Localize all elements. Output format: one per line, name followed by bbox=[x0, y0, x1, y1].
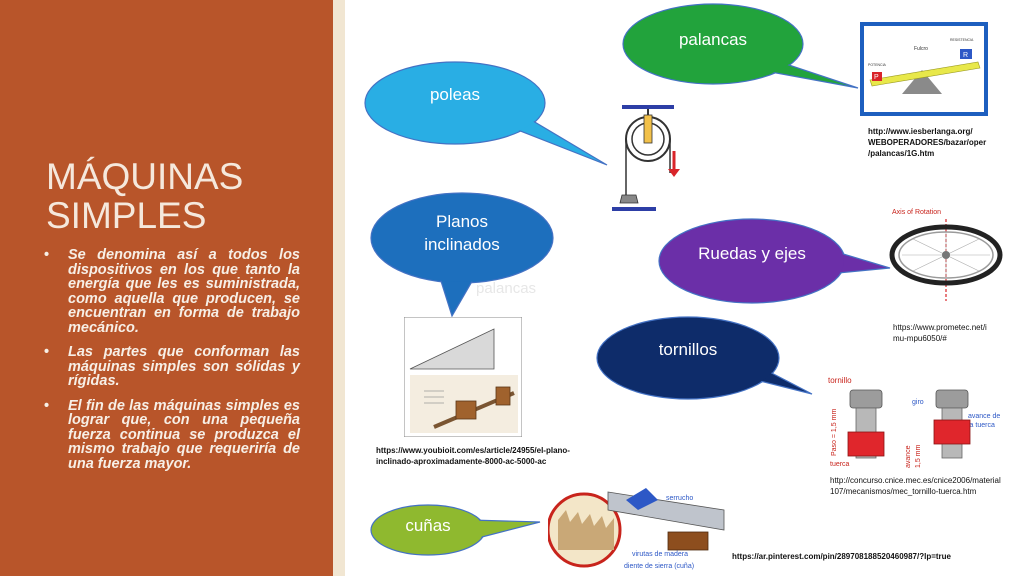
lever-fulcro-label: Fulcro bbox=[914, 46, 928, 52]
axis-of-rotation-label: Axis of Rotation bbox=[892, 209, 941, 216]
palancas-source-url: http://www.iesberlanga.org/ WEBOPERADORE… bbox=[868, 126, 986, 159]
ghost-text: palancas bbox=[476, 280, 537, 297]
planos-bubble bbox=[370, 192, 554, 318]
screw-avance-v-label: avance bbox=[905, 445, 912, 468]
bullet-text: Las partes que conforman las máquinas si… bbox=[68, 344, 300, 389]
url-line: https://www.prometec.net/i bbox=[893, 323, 987, 332]
tornillos-source-url: http://concurso.cnice.mec.es/cnice2006/m… bbox=[830, 475, 1001, 497]
tornillos-label: tornillos bbox=[658, 340, 718, 359]
screw-tuerca-label: tuerca bbox=[830, 461, 850, 468]
tornillos-bubble bbox=[596, 316, 813, 400]
cunas-label: cuñas bbox=[405, 516, 451, 535]
bullet-dot: • bbox=[44, 397, 50, 414]
sidebar-panel: MÁQUINAS SIMPLES • Se denomina así a todo… bbox=[0, 0, 345, 576]
bullet-item: • Se denomina así a todos los dispositivo… bbox=[44, 248, 300, 335]
saw-illustration: serrucho virutas de madera diente de sie… bbox=[548, 470, 726, 574]
screw-giro-label: giro bbox=[912, 399, 924, 406]
title-line-1: MÁQUINAS bbox=[46, 156, 244, 197]
wheel-illustration: Axis of Rotation bbox=[889, 209, 1003, 301]
url-line: https://ar.pinterest.com/pin/28970818852… bbox=[732, 552, 951, 561]
palancas-bubble bbox=[622, 3, 859, 89]
bullet-item: • Las partes que conforman las máquinas s… bbox=[44, 345, 300, 389]
sidebar-edge-stripe bbox=[333, 0, 345, 576]
lever-r-label: R bbox=[963, 52, 968, 59]
pulley-illustration bbox=[612, 105, 680, 211]
poleas-label: poleas bbox=[429, 85, 481, 104]
lever-resistencia-label: RESISTENCIA bbox=[950, 38, 974, 42]
url-line: http://www.iesberlanga.org/ bbox=[868, 127, 973, 136]
saw-serrucho-label: serrucho bbox=[666, 495, 693, 502]
planos-label-1: Planos bbox=[436, 212, 488, 231]
cunas-source-url: https://ar.pinterest.com/pin/28970818852… bbox=[732, 551, 951, 562]
url-line: WEBOPERADORES/bazar/oper bbox=[868, 138, 987, 147]
screw-avance-label: avance de bbox=[968, 413, 1000, 420]
screw-avance-label-2: la tuerca bbox=[968, 422, 995, 429]
bullet-item: • El fin de las máquinas simples es logra… bbox=[44, 397, 300, 472]
inclined-plane-illustration bbox=[404, 317, 522, 437]
url-line: http://concurso.cnice.mec.es/cnice2006/m… bbox=[830, 476, 1001, 485]
url-line: mu-mpu6050/# bbox=[893, 334, 947, 343]
url-line: /palancas/1G.htm bbox=[868, 149, 935, 158]
url-line: inclinado-aproximadamente-8000-ac-5000-a… bbox=[376, 457, 547, 466]
saw-virutas-label: virutas de madera bbox=[632, 551, 688, 558]
bullet-list: • Se denomina así a todos los dispositivo… bbox=[44, 248, 300, 481]
title-line-2: SIMPLES bbox=[46, 195, 207, 236]
ruedas-label: Ruedas y ejes bbox=[698, 244, 806, 263]
lever-illustration: P R Fulcro RESISTENCIA POTENCIA bbox=[860, 22, 988, 116]
bullet-dot: • bbox=[44, 247, 50, 263]
screw-tornillo-label: tornillo bbox=[828, 376, 852, 385]
cunas-bubble bbox=[370, 504, 541, 556]
url-line: https://www.youbioit.com/es/article/2495… bbox=[376, 446, 570, 455]
screw-paso-label: Paso = 1,5 mm bbox=[831, 409, 838, 456]
screw-avance-v-label-2: 1,5 mm bbox=[915, 444, 922, 468]
planos-source-url: https://www.youbioit.com/es/article/2495… bbox=[376, 445, 570, 467]
slide-title: MÁQUINAS SIMPLES bbox=[46, 157, 326, 235]
lever-potencia-label: POTENCIA bbox=[868, 63, 887, 67]
bullet-dot: • bbox=[44, 344, 50, 360]
url-line: 107/mecanismos/mec_tornillo-tuerca.htm bbox=[830, 487, 977, 496]
lever-p-label: P bbox=[874, 74, 879, 81]
bullet-text: Se denomina así a todos los dispositivos… bbox=[68, 247, 300, 336]
planos-label-2: inclinados bbox=[424, 235, 500, 254]
saw-diente-label: diente de sierra (cuña) bbox=[624, 563, 694, 570]
palancas-label: palancas bbox=[678, 30, 748, 49]
bullet-text: El fin de las máquinas simples es lograr… bbox=[68, 397, 300, 472]
ruedas-source-url: https://www.prometec.net/i mu-mpu6050/# bbox=[893, 322, 987, 344]
poleas-bubble bbox=[364, 61, 608, 166]
screw-illustration: tornillo giro avance de la tuerca tuerca… bbox=[828, 376, 1000, 468]
ruedas-bubble bbox=[658, 218, 891, 304]
